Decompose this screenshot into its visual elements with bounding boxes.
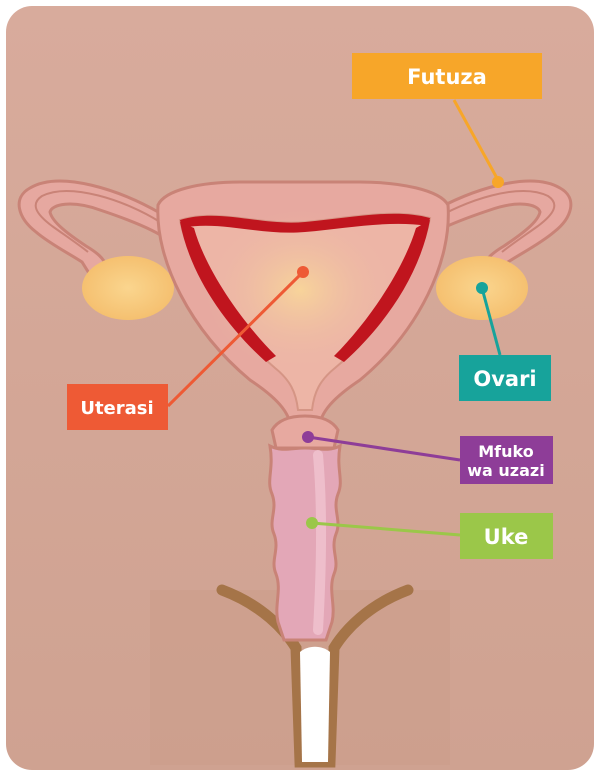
uterus-glow — [205, 210, 395, 370]
label-uterus: Uterasi — [67, 384, 168, 430]
label-uterus-text: Uterasi — [80, 398, 153, 419]
label-fallopian-tube-text: Futuza — [407, 65, 487, 89]
fallopian-tube-dot — [492, 176, 504, 188]
ovary-dot — [476, 282, 488, 294]
label-vagina: Uke — [460, 513, 553, 559]
vagina-dot — [306, 517, 318, 529]
cervix-dot — [302, 431, 314, 443]
uterus-dot — [297, 266, 309, 278]
vagina-canal — [270, 446, 341, 640]
label-cervix-line2: wa uzazi — [467, 461, 544, 480]
ovary-left — [82, 256, 174, 320]
label-vagina-text: Uke — [484, 525, 529, 549]
label-fallopian-tube: Futuza — [352, 53, 542, 99]
vagina-highlight — [318, 455, 321, 630]
label-cervix: Mfuko wa uzazi — [460, 436, 553, 484]
vaginal-opening — [300, 647, 330, 762]
label-ovary-text: Ovari — [473, 367, 536, 391]
label-ovary: Ovari — [459, 355, 551, 401]
label-cervix-line1: Mfuko — [478, 442, 533, 461]
